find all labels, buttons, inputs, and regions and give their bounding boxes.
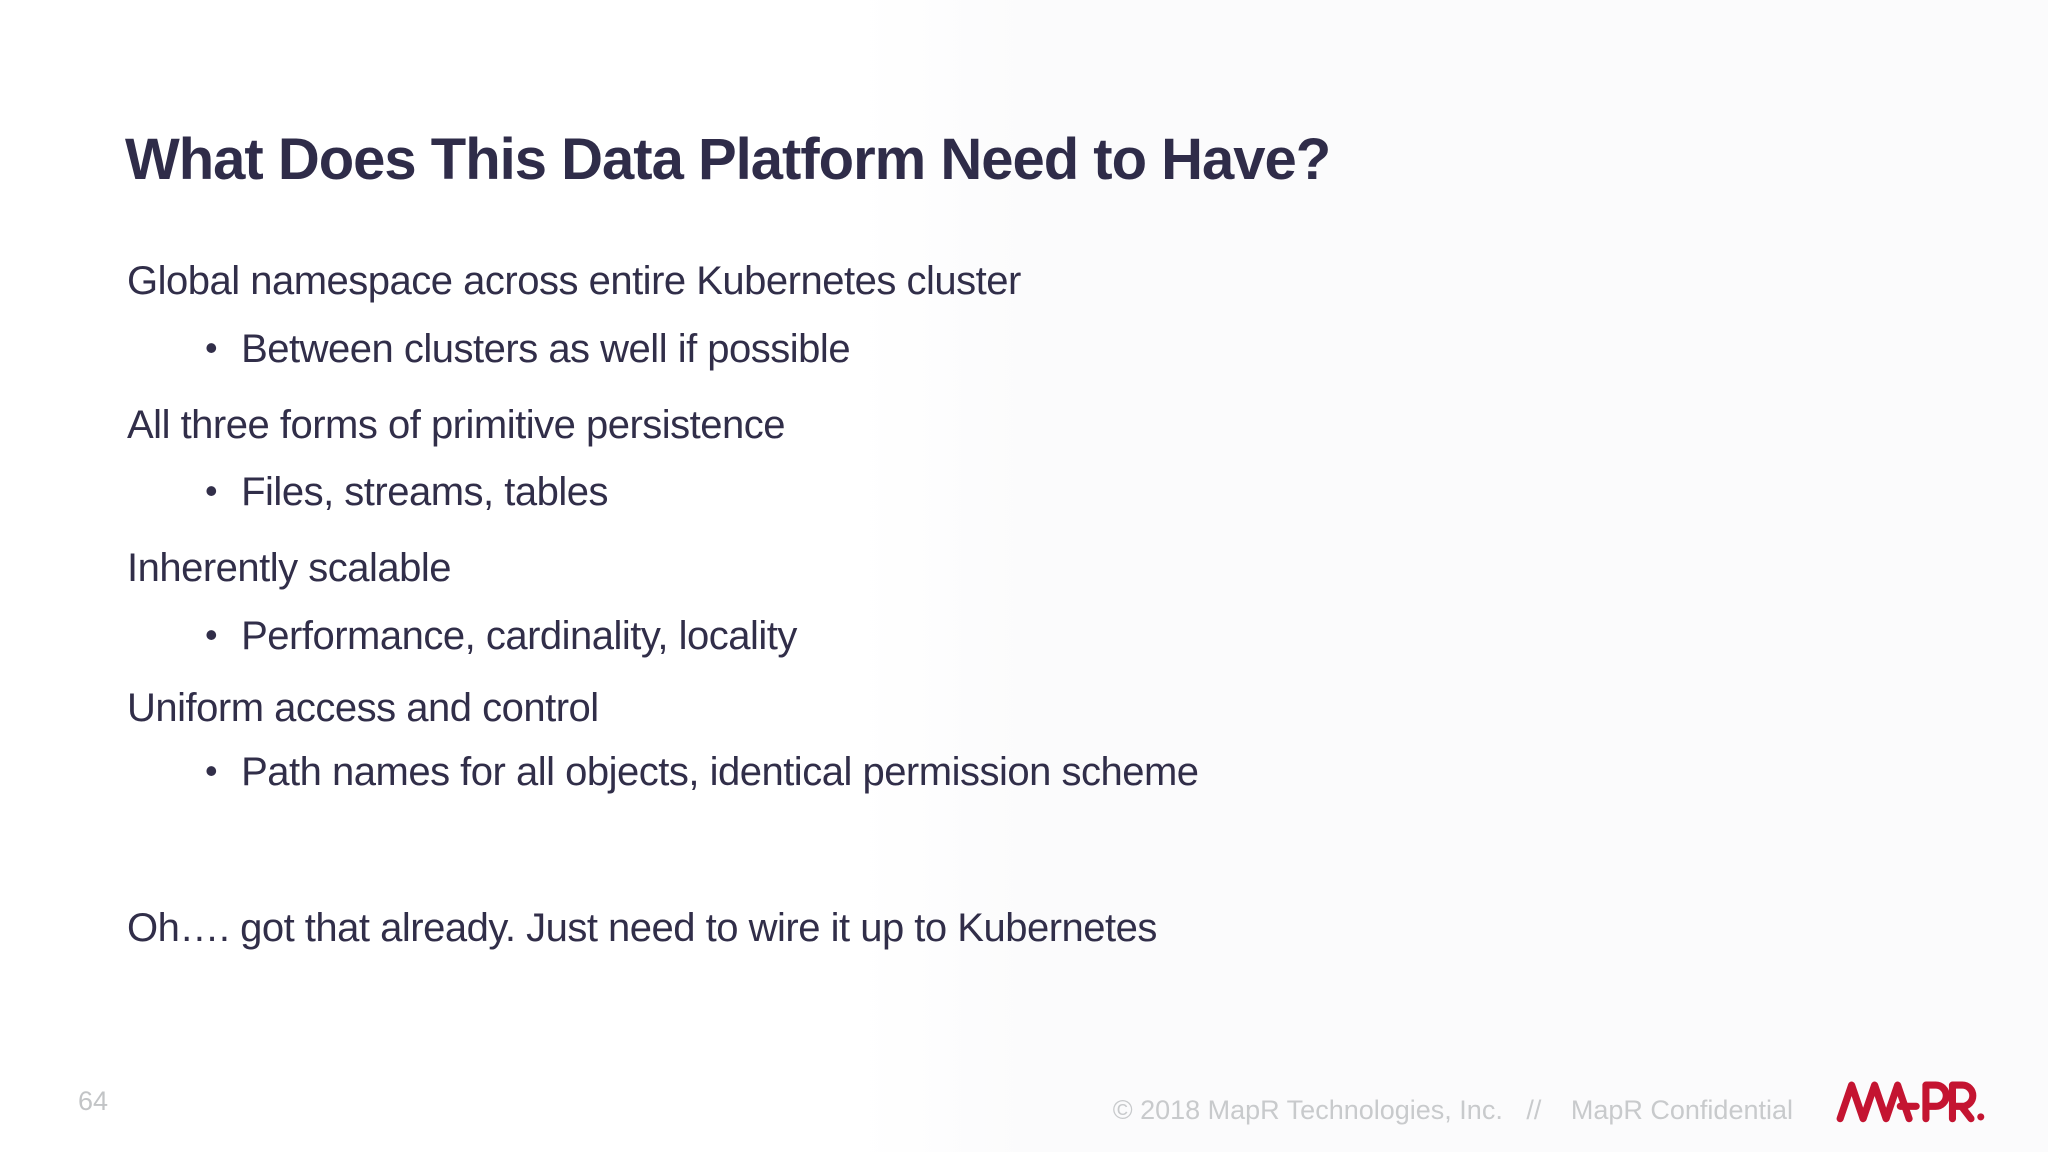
- body-line-main: Uniform access and control: [127, 685, 599, 731]
- bullet-icon: •: [205, 327, 218, 368]
- body-line-sub: • Path names for all objects, identical p…: [205, 748, 1199, 795]
- body-line-main: Global namespace across entire Kubernete…: [127, 258, 1021, 304]
- body-line-sub: • Performance, cardinality, locality: [205, 612, 797, 659]
- body-line-text: Uniform access and control: [127, 686, 599, 730]
- body-line-text: Global namespace across entire Kubernete…: [127, 259, 1021, 303]
- body-line-text: Path names for all objects, identical pe…: [241, 750, 1199, 794]
- body-line-text: Files, streams, tables: [241, 470, 608, 514]
- body-line-sub: • Files, streams, tables: [205, 468, 608, 515]
- body-line-main: Inherently scalable: [127, 545, 452, 591]
- mapr-logo: MAPR.: [1830, 1078, 1990, 1124]
- copyright-text: © 2018 MapR Technologies, Inc.: [1112, 1095, 1503, 1125]
- body-line-text: Inherently scalable: [127, 546, 452, 590]
- mapr-logo-icon: [1836, 1081, 1985, 1123]
- footer-note: © 2018 MapR Technologies, Inc. // MapR C…: [0, 1095, 1793, 1126]
- confidential-text: MapR Confidential: [1570, 1095, 1793, 1125]
- body-line-sub: • Between clusters as well if possible: [205, 325, 851, 372]
- bullet-icon: •: [205, 750, 218, 791]
- body-line-text: Performance, cardinality, locality: [241, 614, 797, 658]
- bullet-icon: •: [205, 470, 218, 511]
- bullet-icon: •: [205, 614, 218, 655]
- slide-title: What Does This Data Platform Need to Hav…: [125, 126, 1331, 192]
- body-line-text: Between clusters as well if possible: [241, 327, 851, 371]
- page-number: 64: [78, 1086, 109, 1116]
- footer-separator: //: [1526, 1095, 1542, 1125]
- body-line-main: All three forms of primitive persistence: [127, 402, 786, 448]
- body-line-conclusion: Oh…. got that already. Just need to wire…: [127, 905, 1157, 951]
- body-line-text: All three forms of primitive persistence: [127, 403, 786, 447]
- body-line-text: Oh…. got that already. Just need to wire…: [127, 906, 1157, 950]
